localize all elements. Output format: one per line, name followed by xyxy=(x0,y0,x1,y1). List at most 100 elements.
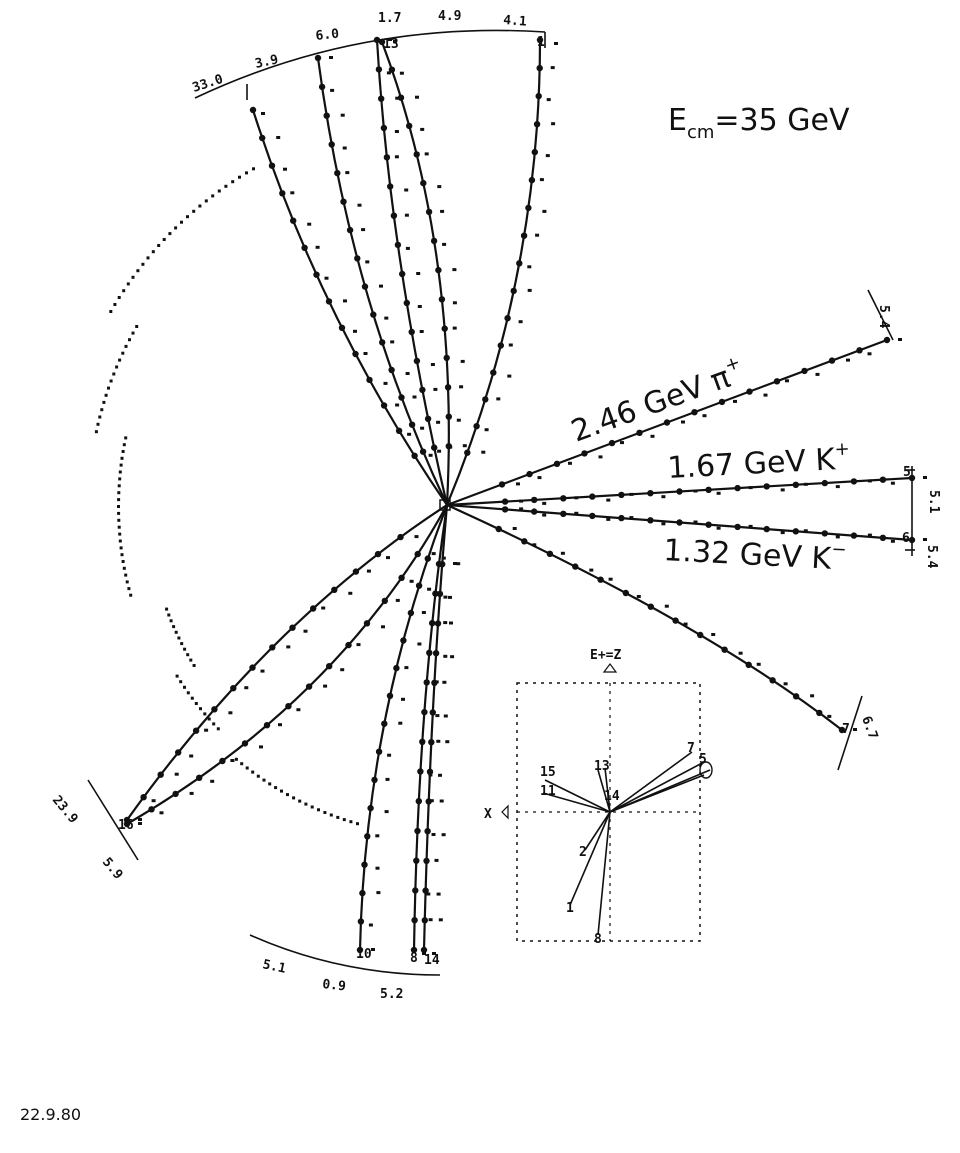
hit-tick xyxy=(286,645,291,649)
hit-marker xyxy=(531,496,538,504)
boundary-dot xyxy=(102,400,106,404)
hit-tick xyxy=(386,71,391,75)
hit-marker xyxy=(380,402,388,409)
hit-marker xyxy=(375,748,383,755)
hit-marker xyxy=(533,121,541,128)
hit-tick xyxy=(554,42,558,45)
boundary-dot xyxy=(280,789,283,793)
hit-marker xyxy=(432,590,439,597)
hit-marker xyxy=(439,561,446,568)
hit-tick xyxy=(442,680,447,684)
hit-marker xyxy=(510,287,517,295)
boundary-dot xyxy=(211,194,215,198)
hit-marker xyxy=(879,534,887,541)
hit-tick xyxy=(324,276,329,280)
svg-text:0.9: 0.9 xyxy=(322,977,347,994)
hit-marker xyxy=(821,530,828,537)
hit-tick xyxy=(343,299,347,303)
hit-marker xyxy=(413,857,420,864)
hit-marker xyxy=(390,212,398,219)
hit-marker xyxy=(412,887,419,894)
hit-tick xyxy=(442,242,447,246)
svg-text:14: 14 xyxy=(604,789,620,804)
hit-tick xyxy=(323,684,328,688)
hit-tick xyxy=(290,191,295,195)
hit-tick xyxy=(361,228,366,232)
hit-tick xyxy=(439,799,444,803)
hit-tick xyxy=(803,482,808,486)
hit-marker xyxy=(572,563,579,570)
svg-text:4.1: 4.1 xyxy=(503,13,528,30)
svg-text:7: 7 xyxy=(842,722,850,737)
hit-marker xyxy=(363,620,371,627)
boundary-dot xyxy=(120,553,124,557)
hit-tick xyxy=(429,799,434,803)
boundary-dot xyxy=(175,674,179,678)
hit-tick xyxy=(395,403,400,407)
hit-tick xyxy=(261,112,265,115)
hit-tick xyxy=(342,146,347,150)
boundary-dot xyxy=(174,630,178,634)
boundary-dot xyxy=(121,560,125,563)
hit-marker xyxy=(589,493,596,500)
boundary-dot xyxy=(323,811,327,814)
boundary-dot xyxy=(349,820,353,824)
hit-marker xyxy=(490,369,497,376)
svg-text:5: 5 xyxy=(699,752,707,767)
boundary-dot xyxy=(104,393,108,397)
hit-marker xyxy=(721,646,728,653)
hit-tick xyxy=(574,511,579,515)
boundary-dot xyxy=(256,774,260,778)
hit-marker xyxy=(498,481,506,488)
hit-tick xyxy=(431,552,436,556)
hit-marker xyxy=(334,169,341,177)
inset-projection: E+=Z X 15 11 13 14 7 5 2 1 8 xyxy=(484,648,713,947)
hit-marker xyxy=(381,720,388,727)
hit-marker xyxy=(560,510,567,517)
hit-marker xyxy=(705,521,712,528)
boundary-dot xyxy=(128,338,131,342)
boundary-dot xyxy=(117,491,121,495)
boundary-dot xyxy=(98,415,102,419)
hit-tick xyxy=(427,587,432,591)
bottom-labels: 5.1 0.9 5.2 10 8 14 xyxy=(261,947,440,1002)
boundary-dot xyxy=(100,408,104,412)
hit-tick xyxy=(456,418,461,422)
hit-marker xyxy=(378,95,385,102)
hit-tick xyxy=(189,791,194,795)
hit-marker xyxy=(386,692,394,699)
hit-marker xyxy=(497,342,504,349)
hit-marker xyxy=(394,241,402,249)
boundary-dot xyxy=(119,546,123,550)
hit-marker xyxy=(157,771,164,778)
hit-marker xyxy=(746,388,753,395)
boundary-dot xyxy=(122,566,126,570)
hit-tick xyxy=(368,923,373,927)
hit-tick xyxy=(307,222,312,226)
hit-marker xyxy=(249,106,257,114)
hit-marker xyxy=(219,757,226,765)
hit-tick xyxy=(303,629,308,633)
hit-marker xyxy=(398,394,405,401)
hit-marker xyxy=(323,112,330,119)
boundary-dot xyxy=(135,325,139,328)
hit-marker xyxy=(424,415,432,422)
hit-tick xyxy=(260,669,265,673)
hit-marker xyxy=(426,649,433,656)
hit-marker xyxy=(411,452,418,459)
boundary-dot xyxy=(192,664,196,667)
hit-tick xyxy=(574,496,579,500)
svg-text:6.0: 6.0 xyxy=(315,27,340,44)
hit-marker xyxy=(345,641,352,649)
hit-marker xyxy=(415,582,423,589)
hit-marker xyxy=(326,663,333,670)
hit-tick xyxy=(385,777,390,781)
hit-tick xyxy=(681,420,685,424)
hit-marker xyxy=(553,460,561,467)
hit-tick xyxy=(259,745,263,749)
hit-marker xyxy=(444,384,452,391)
hit-marker xyxy=(745,661,752,668)
hit-tick xyxy=(401,697,405,701)
boundary-dot xyxy=(165,607,169,611)
